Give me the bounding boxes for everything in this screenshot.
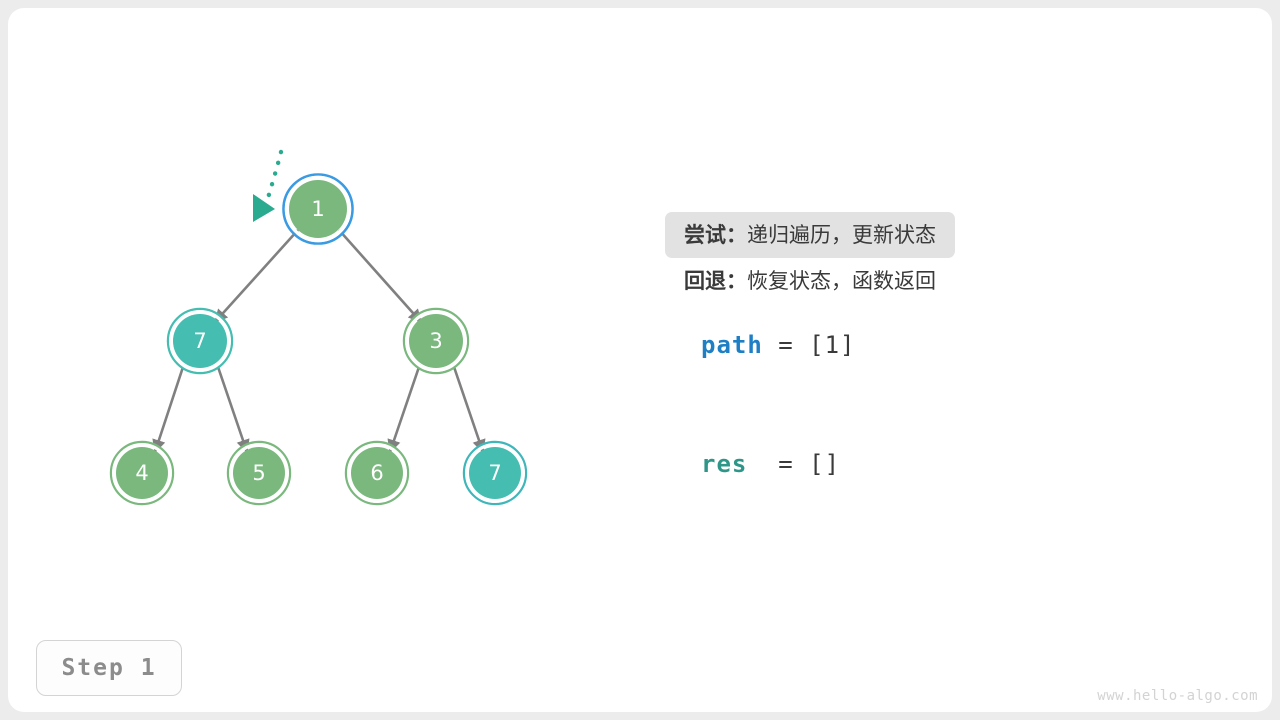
tree-node-1[interactable]: 1: [282, 173, 354, 245]
info-line-try-text: 递归遍历，更新状态: [747, 223, 936, 247]
tree-node-5-inner-ring: [229, 443, 290, 504]
info-panel: 尝试：递归遍历，更新状态 回退：恢复状态，函数返回: [665, 212, 1164, 304]
edge-n1-n2: [214, 229, 299, 324]
tree-node-4-circle: [116, 447, 168, 499]
variable-value-res: = []: [747, 450, 841, 478]
tree-node-3-label: 3: [429, 329, 442, 353]
tree-node-3[interactable]: 3: [402, 307, 470, 375]
tree-node-1-label: 1: [311, 197, 324, 221]
tree-node-7-outer-ring: [462, 440, 528, 506]
edge-n1-n3: [338, 229, 422, 324]
edge-n2-n4: [152, 363, 186, 454]
edge-n2-n5: [215, 363, 250, 454]
tree-node-5-label: 5: [252, 461, 265, 485]
variable-value-path: = [1]: [762, 331, 856, 359]
tree-node-4-inner-ring: [111, 443, 172, 504]
tree-node-4-outer-ring: [109, 440, 175, 506]
tree-node-1-circle: [289, 180, 347, 238]
info-line-backtrack-text: 恢复状态，函数返回: [747, 269, 936, 293]
recursion-pointer: [253, 149, 284, 222]
info-line-backtrack-label: 回退：: [684, 269, 747, 293]
edge-n3-n6: [387, 363, 422, 454]
tree-node-6-circle: [351, 447, 403, 499]
tree-node-7[interactable]: 7: [462, 440, 528, 506]
edge-n3-n7: [451, 363, 486, 454]
variable-row-res: res = []: [701, 444, 1201, 563]
tree-node-7-inner-ring: [465, 443, 526, 504]
tree-node-4[interactable]: 4: [109, 440, 175, 506]
tree-node-5[interactable]: 5: [226, 440, 292, 506]
tree-node-3-circle: [409, 314, 463, 368]
recursion-pointer-dotted-path: [265, 149, 284, 201]
step-badge: Step 1: [36, 640, 182, 696]
info-line-try-label: 尝试：: [684, 223, 747, 247]
tree-node-2-circle: [173, 314, 227, 368]
tree-node-5-circle: [233, 447, 285, 499]
tree-node-2-inner-ring: [169, 310, 232, 373]
tree-node-2-label: 7: [193, 329, 206, 353]
tree-node-6[interactable]: 6: [344, 440, 410, 506]
tree-node-2-outer-ring: [166, 307, 234, 375]
tree-node-4-label: 4: [135, 461, 148, 485]
tree-node-7-label: 7: [488, 461, 501, 485]
variable-name-path: path: [701, 331, 763, 359]
step-badge-label: Step 1: [61, 655, 157, 681]
tree-node-6-label: 6: [370, 461, 383, 485]
tree-node-3-inner-ring: [405, 310, 468, 373]
watermark: www.hello-algo.com: [1097, 688, 1258, 704]
info-line-backtrack: 回退：恢复状态，函数返回: [665, 258, 1164, 304]
tree-node-3-outer-ring: [402, 307, 470, 375]
tree-node-6-inner-ring: [347, 443, 408, 504]
variable-name-res: res: [701, 450, 748, 478]
variable-row-path: path = [1]: [701, 325, 1201, 444]
tree-node-1-active-ring: [282, 173, 354, 245]
recursion-pointer-arrowhead-icon: [253, 194, 275, 222]
tree-node-6-outer-ring: [344, 440, 410, 506]
variable-state-panel: path = [1] res = []: [701, 325, 1201, 563]
tree-node-7-circle: [469, 447, 521, 499]
tree-node-1-inner-ring: [284, 175, 352, 243]
tree-edges: [152, 229, 486, 454]
info-line-try: 尝试：递归遍历，更新状态: [665, 212, 955, 258]
tree-node-2[interactable]: 7: [166, 307, 234, 375]
tree-node-5-outer-ring: [226, 440, 292, 506]
